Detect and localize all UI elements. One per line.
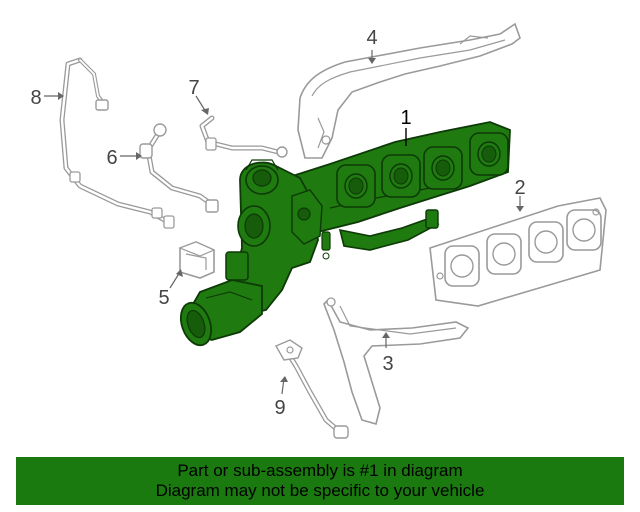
callout-6: 6	[106, 147, 117, 169]
support-bracket-3[interactable]	[323, 297, 470, 425]
tube-6[interactable]	[139, 123, 219, 213]
callout-5: 5	[158, 287, 169, 309]
leader-lines	[44, 50, 524, 395]
tube-9[interactable]	[275, 339, 349, 439]
callout-3: 3	[382, 353, 393, 375]
tube-left[interactable]	[59, 57, 175, 229]
info-banner: Part or sub-assembly is #1 in diagram Di…	[16, 457, 624, 505]
exhaust-manifold-turbo[interactable]	[175, 121, 511, 349]
banner-line-2: Diagram may not be specific to your vehi…	[155, 481, 485, 500]
bracket-5[interactable]	[178, 241, 216, 279]
callout-2: 2	[514, 177, 525, 199]
callout-1: 1	[400, 107, 411, 129]
gasket-2[interactable]	[429, 197, 607, 307]
banner-line-1: Part or sub-assembly is #1 in diagram	[177, 461, 463, 480]
tube-7[interactable]	[199, 115, 288, 158]
callout-4: 4	[366, 27, 377, 49]
callout-7: 7	[188, 77, 199, 99]
parts-diagram: 1 2 3 4 5 6 7 8 9	[30, 22, 607, 439]
heat-shield-upper[interactable]	[297, 22, 521, 159]
callout-8: 8	[30, 87, 41, 109]
callout-9: 9	[274, 397, 285, 419]
